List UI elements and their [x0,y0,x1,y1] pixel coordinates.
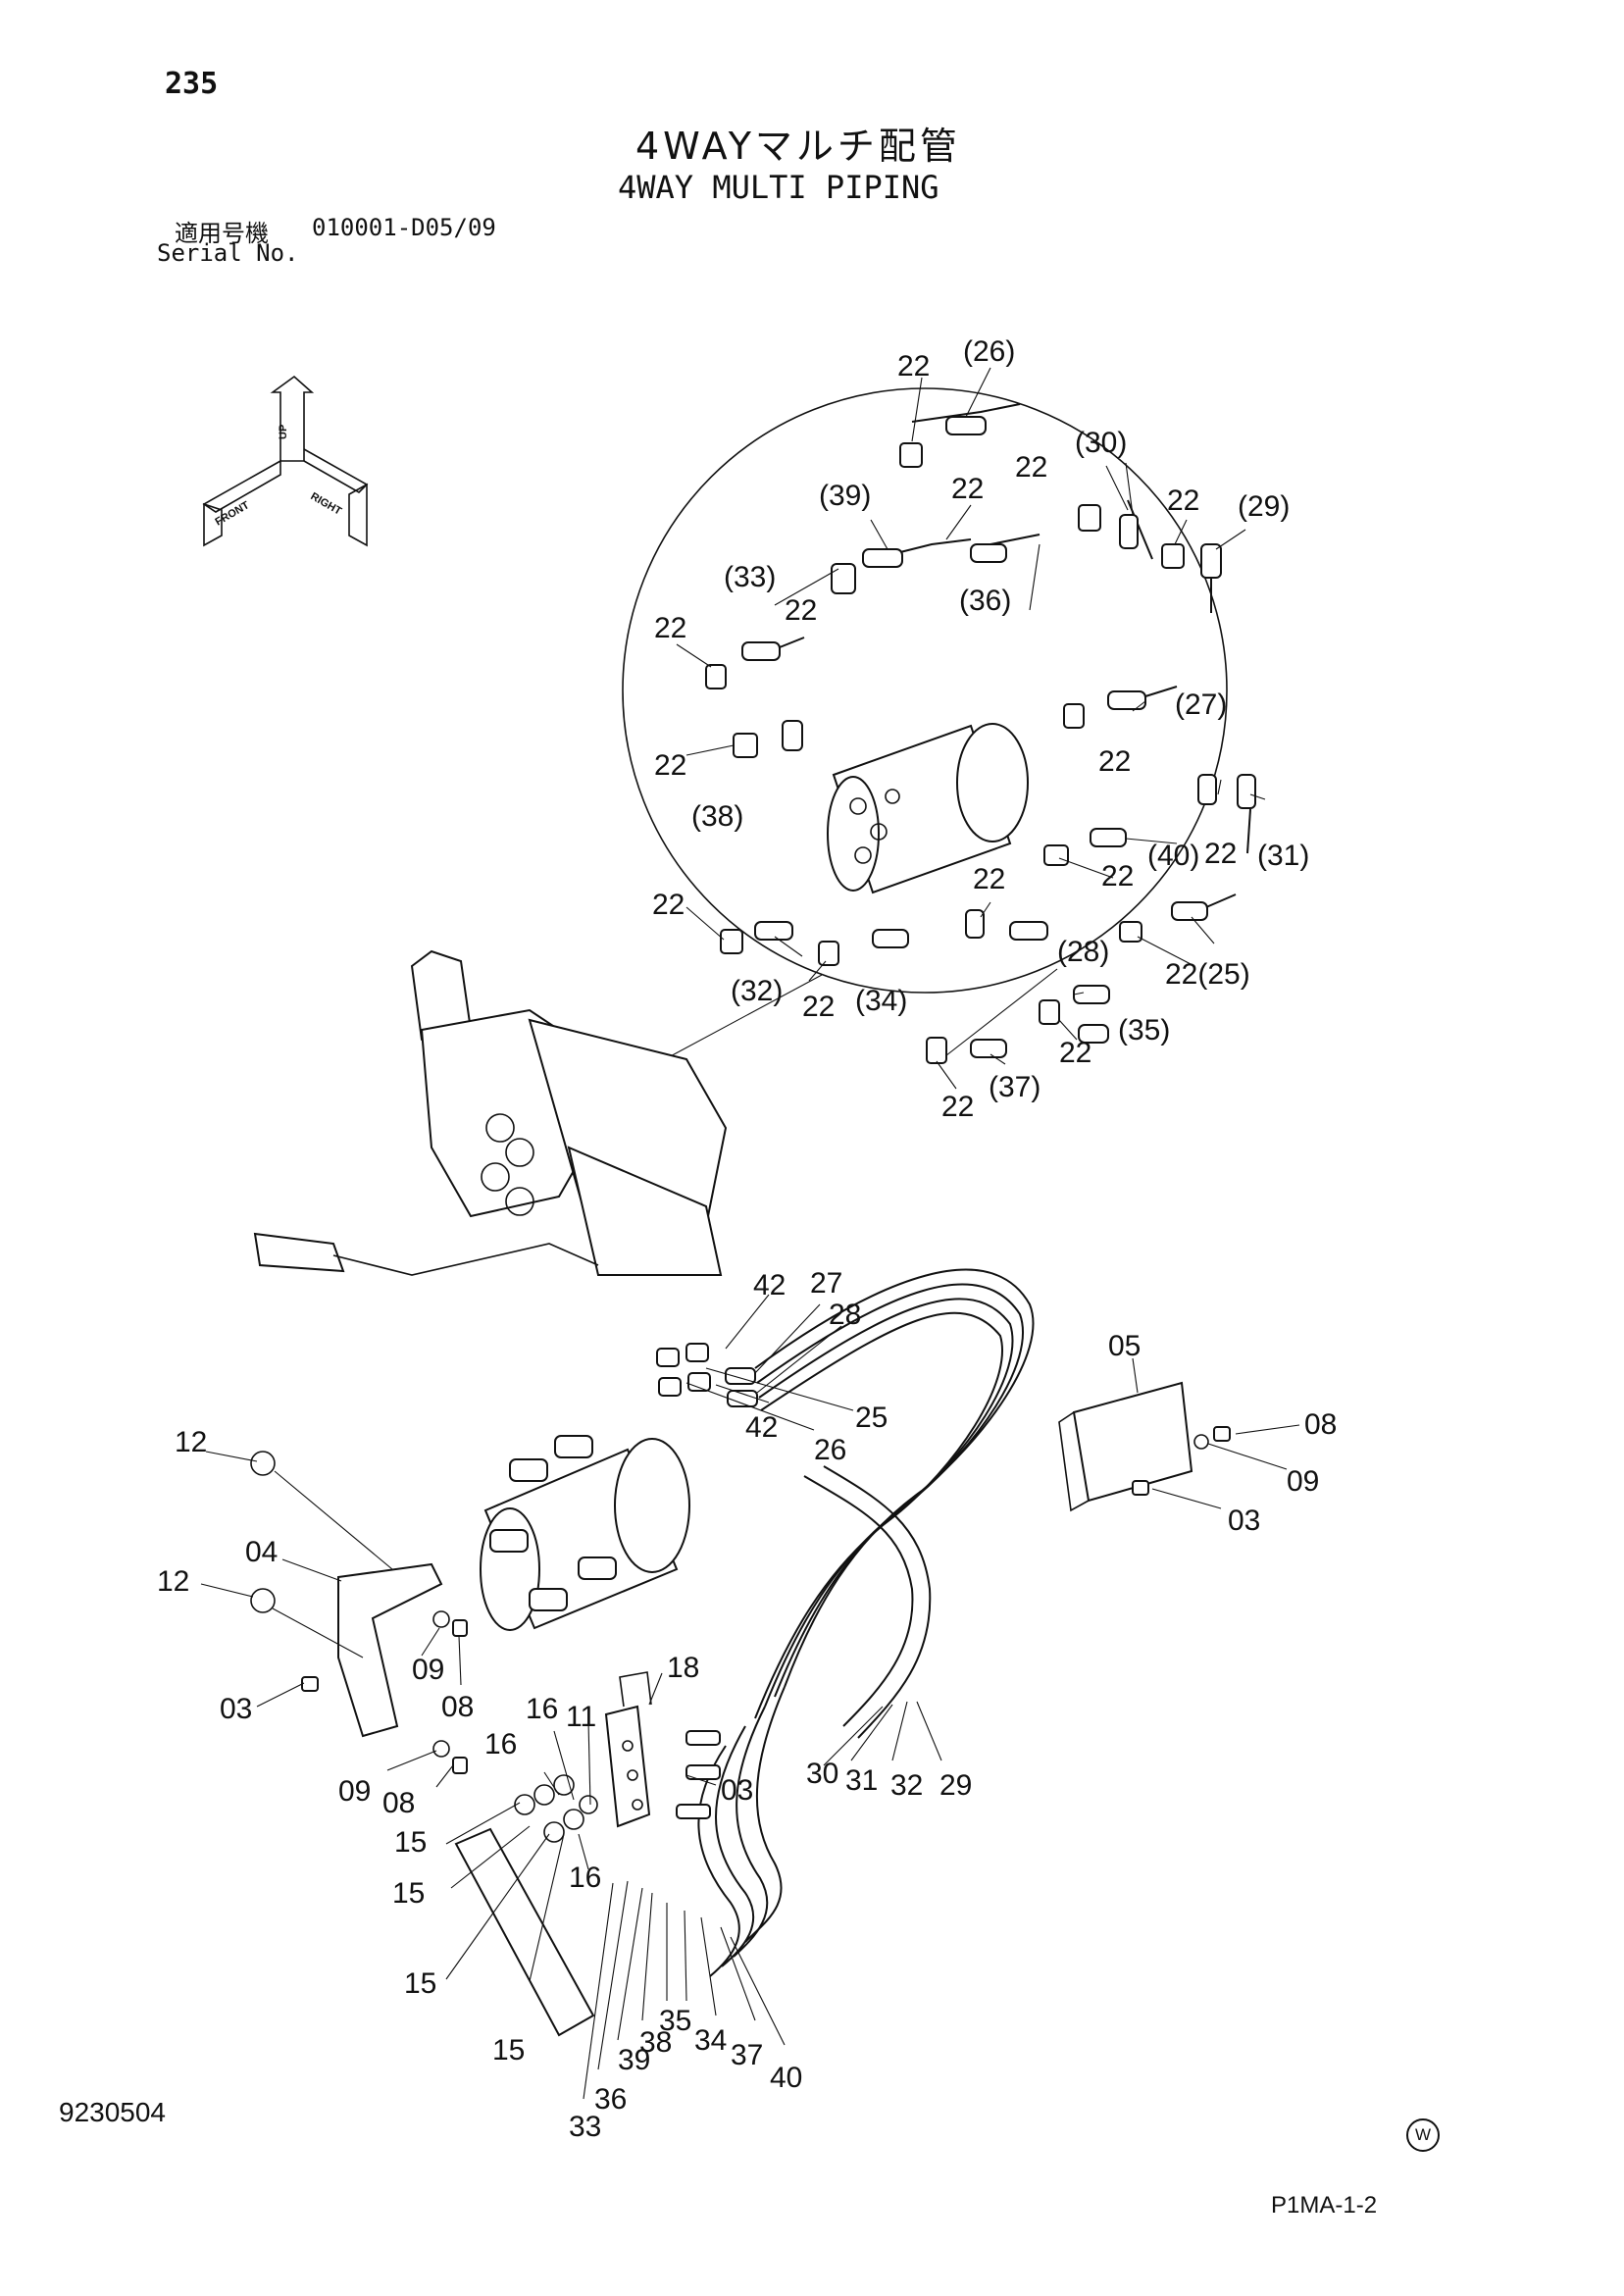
callout-label: 30 [806,1758,838,1790]
callout-label: (38) [691,800,743,833]
orientation-front: FRONT [214,499,252,528]
callout-label: 22 [1204,838,1237,870]
figure-code: P1MA-1-2 [1271,2192,1378,2219]
callout-label: 15 [392,1877,425,1910]
callout-label: 05 [1108,1330,1141,1362]
hose-bundle [697,1268,1035,1977]
callout-label: 12 [157,1565,189,1598]
port-plate [454,1774,598,2037]
callout-label: 22 [973,863,1005,895]
callout-label: 08 [1304,1408,1337,1441]
callout-label: 11 [566,1701,596,1733]
callout-label: (31) [1257,840,1309,872]
w-mark-circle: W [1406,2118,1440,2152]
callout-label: 42 [753,1269,786,1301]
serial-label-english: Serial No. [157,239,299,267]
serial-number-range: 010001-D05/09 [312,214,496,241]
callout-label: 34 [694,2024,727,2057]
callout-label: (35) [1118,1014,1170,1046]
callout-label: 22 [951,473,984,505]
callout-label: 22 [1059,1037,1091,1069]
callout-label: 08 [441,1691,474,1723]
callout-labels: 22 (26) (30) (39) 22 22 22 (29) (33) 22 … [157,335,1337,2143]
callout-label: 09 [338,1775,371,1808]
callout-label: 04 [245,1536,278,1568]
callout-label: 15 [404,1967,436,2000]
bracket-05 [1058,1381,1231,1512]
lever-fittings [656,1343,758,1407]
serial-label-japanese: 適用号機 [175,220,269,247]
title-japanese: 4WAYマルチ配管 [635,125,961,168]
callout-label: 33 [569,2111,601,2143]
callout-label: (39) [819,480,871,512]
callout-label: 31 [845,1764,878,1797]
callout-label: (30) [1075,427,1127,459]
callout-label: 16 [526,1693,558,1725]
callout-label: 03 [220,1693,252,1725]
callout-label: 42 [745,1411,778,1444]
callout-label: 22 [802,991,835,1023]
callout-label: (29) [1238,490,1290,523]
callout-label: (26) [963,335,1015,368]
callout-label: 15 [492,2034,525,2066]
multi-valve [480,1435,690,1631]
document-number: 9230504 [59,2097,167,2127]
callout-label: 36 [594,2083,627,2116]
callout-label: (40) [1147,840,1199,872]
callout-label: 15 [394,1826,427,1859]
callout-label: (33) [724,561,776,593]
callout-label: 22 [785,594,817,627]
callout-label: 39 [618,2044,650,2076]
callout-label: 22 [941,1091,974,1123]
bracket-04 [250,1451,468,1774]
callout-label: 08 [382,1787,415,1819]
lever-assembly [253,949,728,1276]
callout-label: 16 [484,1728,517,1760]
callout-label: (32) [731,975,783,1007]
enlarged-fittings [705,403,1256,1064]
callout-label: 22 [652,889,685,921]
callout-label: 18 [667,1652,699,1684]
callout-label: 03 [1228,1505,1260,1537]
callout-label: (27) [1175,689,1227,721]
title-english: 4WAY MULTI PIPING [618,169,939,206]
callout-label: 28 [829,1299,861,1331]
callout-label: 25 [855,1402,888,1434]
callout-label: 22 [1167,485,1199,517]
detail-circle [622,387,1228,1060]
bracket-18 [604,1671,721,1828]
callout-label: 35 [659,2005,691,2037]
leader-lines [200,367,1300,2100]
callout-label: 27 [810,1267,842,1300]
orientation-icon: UP FRONT RIGHT [202,375,369,547]
orientation-up: UP [278,425,289,439]
callout-label: 29 [939,1769,972,1802]
callout-label: 09 [1287,1465,1319,1498]
callout-label: 22 [654,612,686,644]
callout-label: (36) [959,585,1011,617]
page-number: 235 [165,67,219,101]
callout-label: 40 [770,2062,802,2094]
callout-label: 22 [1015,451,1047,484]
callout-label: 26 [814,1434,846,1466]
callout-label: 22 [654,749,686,782]
orientation-right: RIGHT [309,490,344,518]
callout-label: 32 [890,1769,923,1802]
callout-label: 09 [412,1654,444,1686]
callout-label: 22 [1101,860,1134,893]
callout-label: (28) [1057,936,1109,968]
callout-label: 38 [639,2026,672,2059]
callout-label: 37 [731,2039,763,2071]
callout-label: 22 [1098,745,1131,778]
multi-valve-enlarged [827,723,1029,894]
callout-label: (34) [855,985,907,1017]
callout-label: 22(25) [1165,958,1250,991]
callout-label: 03 [721,1774,753,1807]
callout-label: 22 [897,350,930,383]
callout-label: (37) [989,1071,1040,1103]
callout-label: 12 [175,1426,207,1458]
callout-label: 16 [569,1862,601,1894]
